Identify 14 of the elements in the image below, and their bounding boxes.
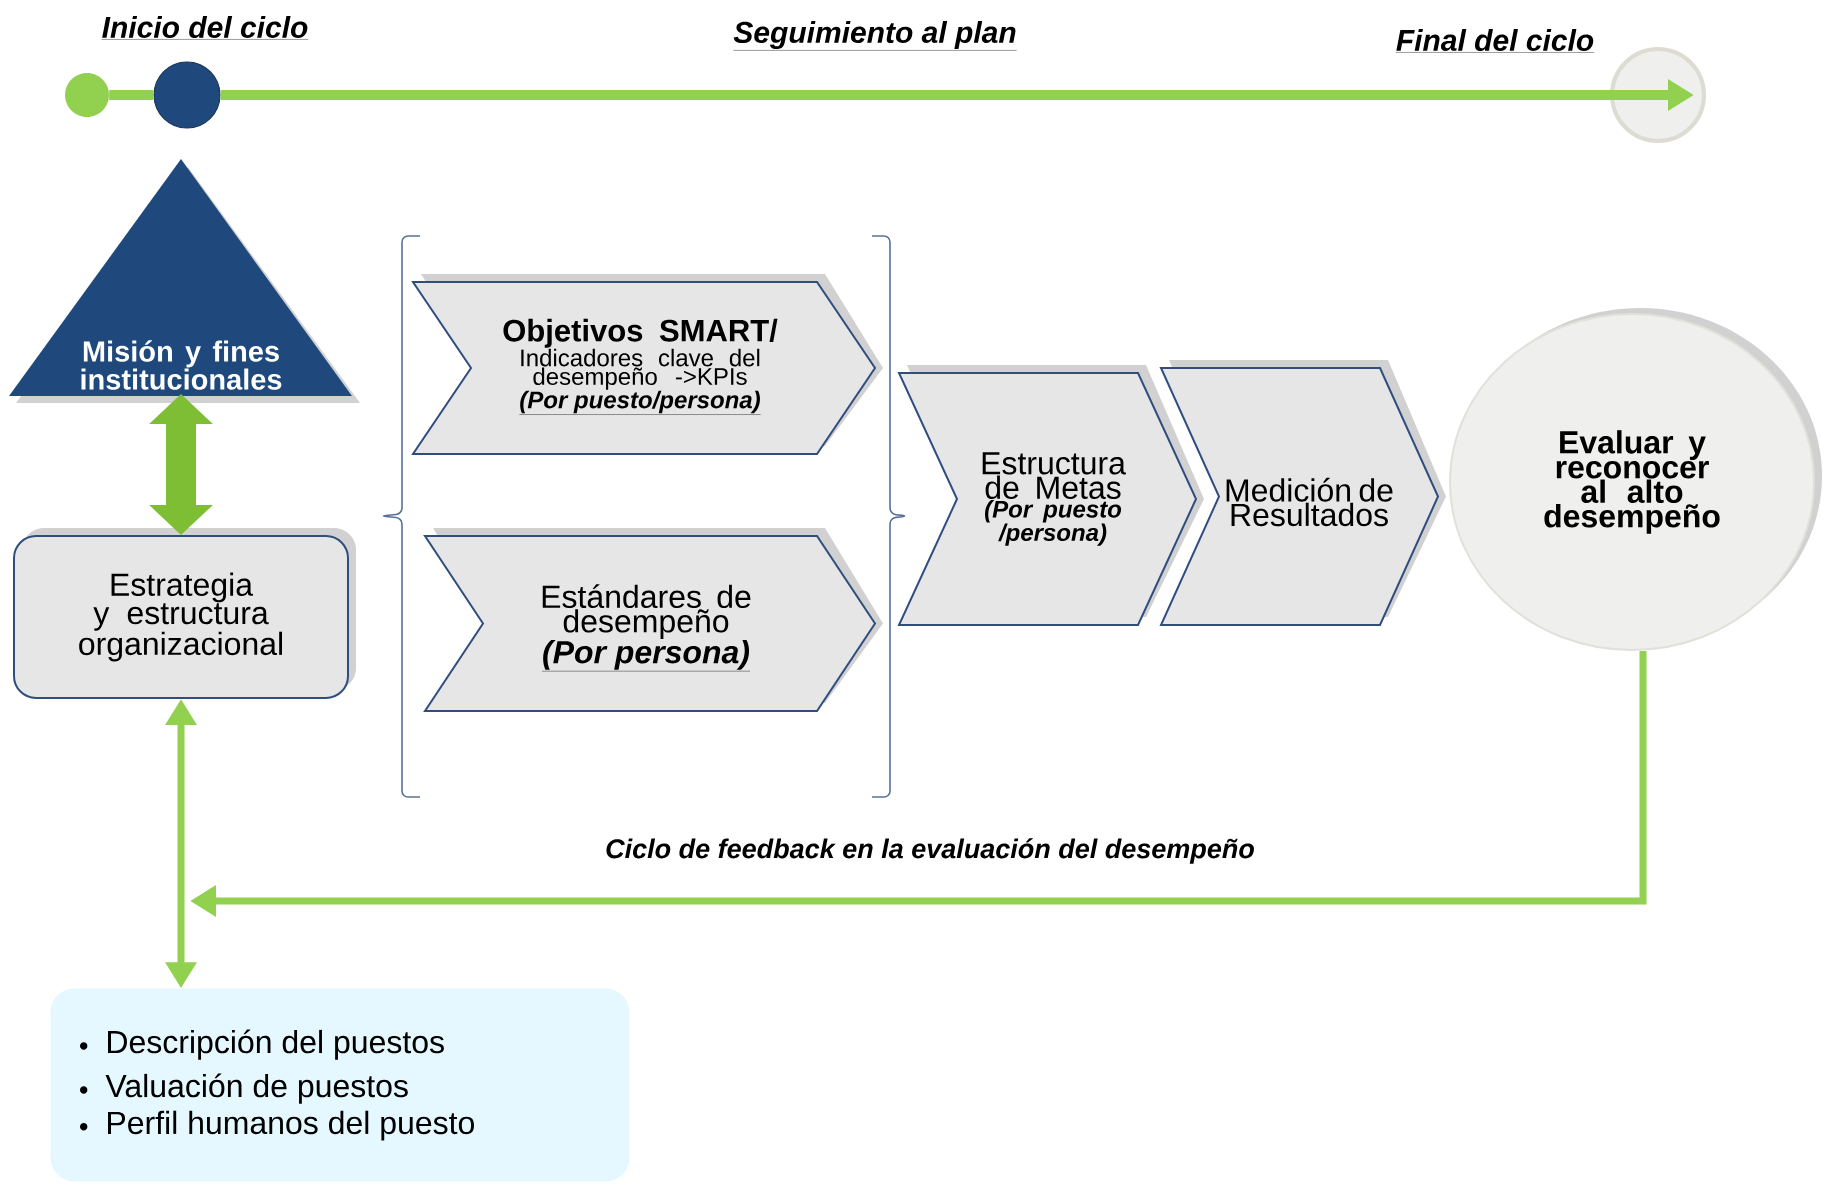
chevron-box: Estructura de Metas (Por puesto /persona) — [897, 365, 1204, 626]
edge-label: Ciclo de feedback en la evaluación del desempeño — [606, 838, 1254, 864]
start-dot — [65, 73, 109, 117]
timeline-heading: Inicio del ciclo — [101, 16, 309, 40]
end-circle — [1610, 47, 1706, 143]
start-marker — [153, 61, 221, 129]
chevron-box: Objetivos SMART/ Indicadores clave del desempeño ->KPIs (Por puesto/persona) — [411, 274, 883, 455]
strategy-box: Estrategia y estructura organizacional — [13, 528, 356, 699]
timeline-heading: Final del ciclo — [1395, 29, 1595, 53]
timeline-heading: Seguimiento al plan — [733, 21, 1017, 51]
chevron-box: Medición de Resultados — [1159, 360, 1446, 626]
chevron-box: Estándares de desempeño (Por persona) — [423, 528, 883, 712]
mission-triangle: Misión y fines institucionales — [9, 159, 360, 403]
list-box: Descripción del puestos Valuación de puestos Perfil humanos del puesto — [50, 988, 630, 1182]
